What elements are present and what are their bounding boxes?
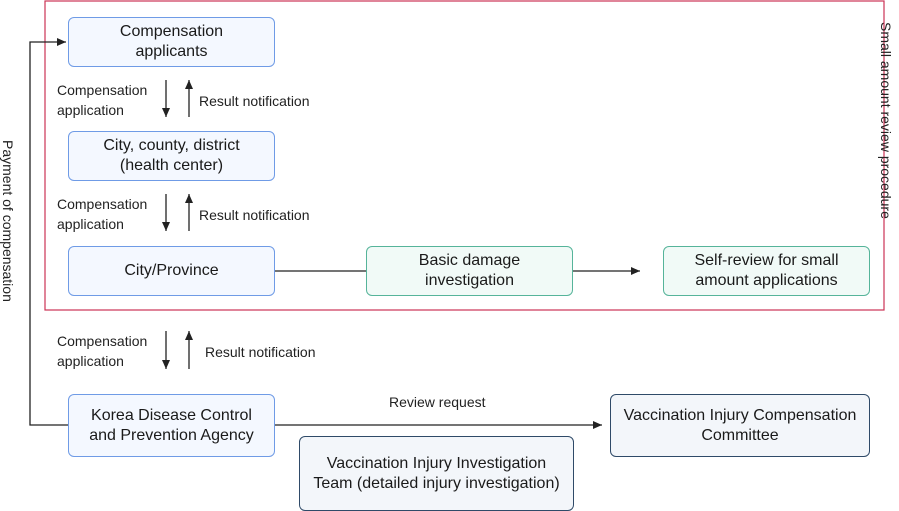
city-province-box: City/Province — [68, 246, 275, 296]
small-amount-region — [44, 0, 885, 311]
box-line: City, county, district — [103, 137, 240, 154]
basic-damage-investigation-box: Basic damage investigation — [366, 246, 573, 296]
box-line: Vaccination Injury Compensation — [623, 406, 857, 424]
kdca-box: Korea Disease Control and Prevention Agen… — [68, 394, 275, 457]
box-line: amount applications — [695, 272, 838, 289]
box-line: and Prevention Agency — [89, 426, 254, 444]
box-line: applicants — [135, 43, 208, 60]
box-line: investigation — [425, 272, 514, 289]
city-county-district-box: City, county, district (health center) — [68, 131, 275, 181]
label-line: Compensation — [57, 333, 148, 349]
box-line: Committee — [701, 426, 779, 444]
box-line: Korea Disease Control — [91, 406, 252, 424]
result-notification-label: Result notification — [205, 344, 316, 360]
payment-of-compensation-label: Payment of compensation — [0, 140, 16, 302]
box-line: (health center) — [119, 157, 224, 174]
label-line: application — [57, 353, 124, 369]
result-notification-label: Result notification — [199, 207, 310, 223]
label-line: application — [57, 102, 124, 118]
compensation-application-label: Compensation application — [57, 194, 147, 234]
self-review-box: Self-review for small amount applications — [663, 246, 870, 296]
payment-loop — [29, 38, 68, 426]
box-line: Basic damage — [418, 252, 521, 269]
result-notification-label: Result notification — [199, 93, 310, 109]
compensation-application-label: Compensation application — [57, 80, 147, 120]
compensation-applicants-box: Compensation applicants — [68, 17, 275, 67]
label-line: application — [57, 216, 124, 232]
review-request-label: Review request — [389, 394, 486, 410]
box-line: Team (detailed injury investigation) — [313, 474, 560, 492]
box-line: Self-review for small — [694, 252, 839, 269]
small-amount-review-label: Small amount review procedure — [878, 22, 894, 219]
label-line: Compensation — [57, 196, 148, 212]
box-line: City/Province — [124, 262, 219, 279]
label-line: Compensation — [57, 82, 148, 98]
box-line: Vaccination Injury Investigation — [326, 454, 547, 472]
compensation-application-label: Compensation application — [57, 331, 147, 371]
box-line: Compensation — [119, 23, 224, 40]
